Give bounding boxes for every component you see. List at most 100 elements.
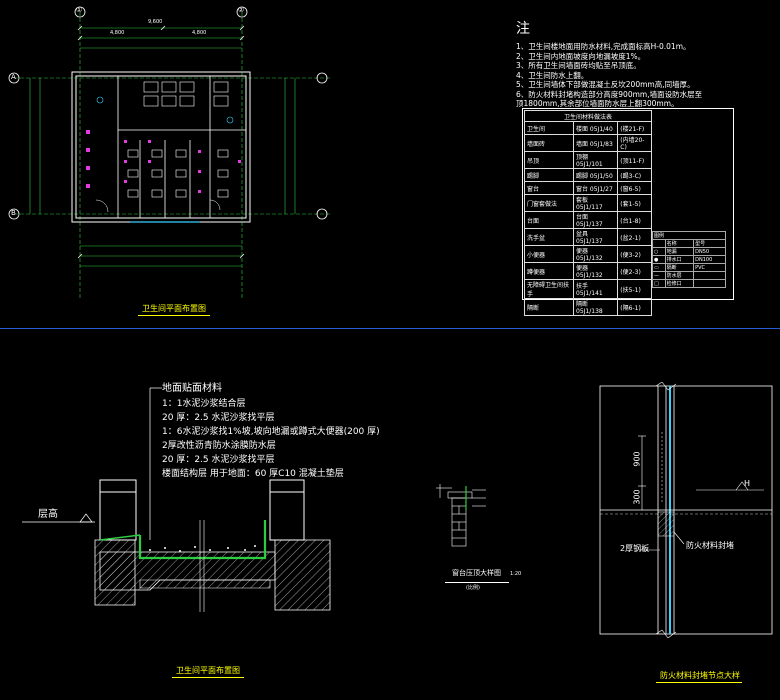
axis-label-a: A [11,73,16,81]
table-cell: 隔断 [664,263,695,272]
sill-detail-title: 窗台压顶大样图 [452,569,501,577]
material-table-title: 卫生间材料做法表 [524,110,652,122]
table-cell: 防水层 [664,271,695,280]
table-cell: (套1-5) [617,194,652,212]
table-cell: 顶棚 05J1/101 [573,151,619,169]
dim-right: 4,800 [192,30,207,36]
table-cell: 小便器 [523,245,575,263]
table-cell: ○ [652,247,666,256]
table-cell: (便2-3) [617,262,652,280]
table-cell: ▭ [652,263,666,272]
section-title: 卫生间平面布置图 [176,666,240,675]
note-line: 2、卫生间内地面坡度向地漏坡度1%。 [516,51,646,61]
table-cell: 排水口 [664,255,695,264]
table-cell: 隔断 05J1/138 [573,298,619,316]
section-heading: 地面贴面材料 [162,383,222,394]
table-cell: (楼21-F) [617,121,652,135]
axis-label-2: ② [238,6,245,14]
table-row: —防水层 [652,271,726,280]
table-cell: (内墙20-C) [617,134,652,152]
table-cell: 型号 [693,239,726,248]
dim-300: 300 [632,489,642,505]
table-cell: 窗台 05J1/27 [573,181,619,195]
table-cell: 门窗套做法 [523,194,575,212]
table-row: 无障碍卫生间扶手扶手 05J1/141(扶5-1) [523,279,652,299]
fire-detail-title: 防火材料封堵节点大样 [660,671,740,680]
table-cell: — [652,271,666,280]
section-layer: 1：6水泥沙浆找1%坡,坡向地漏或蹲式大便器(200 厚) [162,427,380,437]
floor-height-label: 层高 [38,509,58,520]
table-cell: 吊顶 [523,151,575,169]
table-row: 隔断隔断 05J1/138(隔6-1) [523,298,652,316]
table-cell: 盆具 05J1/137 [573,228,619,246]
section-layer: 楼面结构层 用于地面：60 厚C10 混凝土垫层 [162,469,344,479]
table-cell: 卫生间 [523,121,575,135]
section-layer: 20 厚：2.5 水泥沙浆找平层 [162,455,275,465]
table-cell: 窗台 [523,181,575,195]
note-line: 5、卫生间墙体下部做混凝土反坎200mm高,同墙厚。 [516,80,695,89]
table-cell: 墙面砖 [523,134,575,152]
table-row: 洗手盆盆具 05J1/137(盆2-1) [523,228,652,246]
table-row: 吊顶顶棚 05J1/101(顶11-F) [523,151,652,169]
fire-title-underline [656,682,742,683]
axis-label-1: ① [76,6,83,14]
note-line: 4、卫生间防水上翻。 [516,70,589,80]
table-cell: DN100 [693,255,726,264]
table-cell: 检修口 [664,279,695,288]
table-row: 卫生间楼面 05J1/40(楼21-F) [523,121,652,135]
table-row: 小便器便器 05J1/132(便3-2) [523,245,652,263]
window-sill-detail [436,484,486,547]
table-cell: (扶5-1) [617,279,652,299]
design-notes: 注 1、卫生间楼地面用防水材料,完成面标高H-0.01m。 2、卫生间内地面坡度… [516,18,766,109]
table-cell: 台面 [523,211,575,229]
table-cell: □ [652,279,666,288]
table-cell: 台面 05J1/137 [573,211,619,229]
table-row: □检修口 [652,279,726,288]
table-row: 踢脚踢脚 05J1/50(踢3-C) [523,168,652,182]
table-cell: 便器 05J1/132 [573,262,619,280]
table-cell [652,239,666,248]
toilet-floor-plan [8,6,330,300]
table-cell: 名称 [664,239,695,248]
table-row: 窗台窗台 05J1/27(窗6-5) [523,181,652,195]
table-cell: (隔6-1) [617,298,652,316]
fire-stop-detail [599,382,773,638]
table-cell: PVC [693,263,726,272]
sill-detail-scale: 1:20 [510,571,522,577]
table-cell: ● [652,255,666,264]
note-line: 1、卫生间楼地面用防水材料,完成面标高H-0.01m。 [516,42,691,51]
plan-title-underline [138,315,210,316]
sill-detail-sub: (比例) [466,585,480,591]
table-cell [693,279,726,288]
section-title-underline [172,677,244,678]
table-cell: 蹲便器 [523,262,575,280]
table-cell: (盆2-1) [617,228,652,246]
section-layer: 20 厚：2.5 水泥沙浆找平层 [162,413,275,423]
table-cell: 踢脚 05J1/50 [573,168,619,182]
table-row: 蹲便器便器 05J1/132(便2-3) [523,262,652,280]
sill-title-underline [445,582,509,583]
sheet-divider [0,328,780,329]
table-cell: 便器 05J1/132 [573,245,619,263]
axis-label-b: B [11,209,16,217]
table-cell: 墙面 05J1/83 [573,134,619,152]
table-row: 墙面砖墙面 05J1/83(内墙20-C) [523,134,652,152]
note-line: 3、所有卫生间墙面砖均贴至吊顶底。 [516,61,641,70]
table-cell: 踢脚 [523,168,575,182]
table-row: 门窗套做法套板 05J1/117(套1-5) [523,194,652,212]
material-table: 卫生间材料做法表 卫生间楼面 05J1/40(楼21-F) 墙面砖墙面 05J1… [523,110,652,316]
legend-title: 图例 [652,231,726,240]
table-cell: 楼面 05J1/40 [573,121,619,135]
dim-left: 4,800 [110,30,125,36]
table-cell: DN50 [693,247,726,256]
level-h-label: H [744,479,751,488]
table-cell: (顶11-F) [617,151,652,169]
floor-section-detail [22,387,331,612]
table-row: 名称型号 [652,239,726,248]
dim-overall: 9,600 [148,19,163,25]
steel-plate-label: 2厚钢板 [620,544,650,553]
table-cell [693,271,726,280]
